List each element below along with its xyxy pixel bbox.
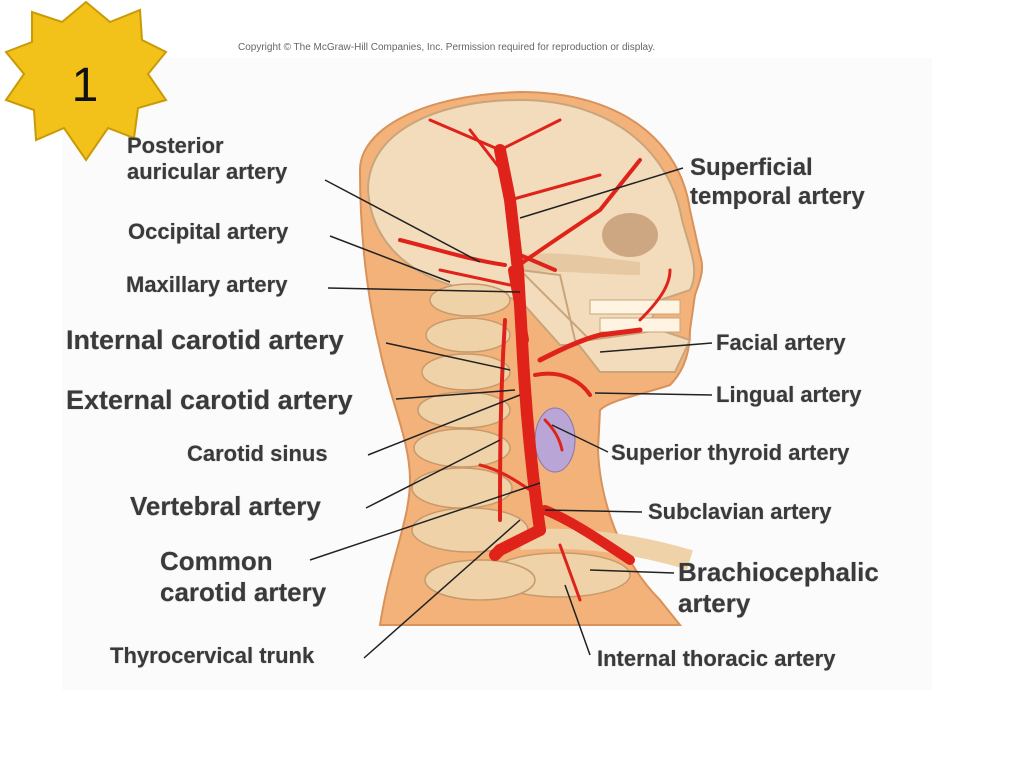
label-brachiocephalic-line2: artery (678, 588, 751, 619)
label-superficial-temporal-artery: Superficial temporal artery (690, 154, 865, 212)
eye-socket (602, 213, 658, 257)
label-vertebral-artery: Vertebral artery (130, 491, 321, 521)
label-posterior-auricular: Posterior auricular artery (127, 133, 287, 186)
label-occipital-artery: Occipital artery (128, 219, 289, 244)
label-lingual-artery: Lingual artery (716, 382, 862, 407)
label-internal-thoracic-artery: Internal thoracic artery (597, 646, 836, 671)
label-external-carotid-artery: External carotid artery (66, 385, 353, 415)
label-facial-artery: Facial artery (716, 330, 846, 355)
label-common-carotid-line1: Common (160, 546, 273, 576)
label-brachiocephalic-artery: Brachiocephalic artery (678, 557, 879, 619)
label-carotid-sinus: Carotid sinus (187, 441, 328, 466)
label-superior-thyroid-artery: Superior thyroid artery (611, 440, 850, 465)
label-superficial-temporal-line2: temporal artery (690, 182, 865, 210)
label-brachiocephalic-line1: Brachiocephalic (678, 557, 879, 587)
label-posterior-auricular-line1: Posterior (127, 133, 224, 158)
thyroid-gland (534, 407, 576, 473)
skull (366, 98, 696, 346)
teeth-upper (589, 299, 681, 315)
mandible (517, 268, 692, 373)
label-subclavian-artery: Subclavian artery (648, 499, 832, 524)
label-superficial-temporal-line1: Superficial (690, 154, 813, 181)
label-common-carotid-artery: Common carotid artery (160, 546, 326, 608)
label-posterior-auricular-line2: auricular artery (127, 159, 288, 185)
label-internal-carotid-artery: Internal carotid artery (66, 325, 344, 355)
label-maxillary-artery: Maxillary artery (126, 272, 288, 297)
slide-number: 1 (71, 59, 99, 112)
copyright-notice: Copyright © The McGraw-Hill Companies, I… (238, 42, 656, 53)
label-common-carotid-line2: carotid artery (160, 577, 327, 608)
artery-network (398, 118, 672, 602)
label-thyrocervical-trunk: Thyrocervical trunk (110, 643, 315, 668)
leader-lines (309, 167, 713, 659)
star-badge (4, 0, 168, 162)
